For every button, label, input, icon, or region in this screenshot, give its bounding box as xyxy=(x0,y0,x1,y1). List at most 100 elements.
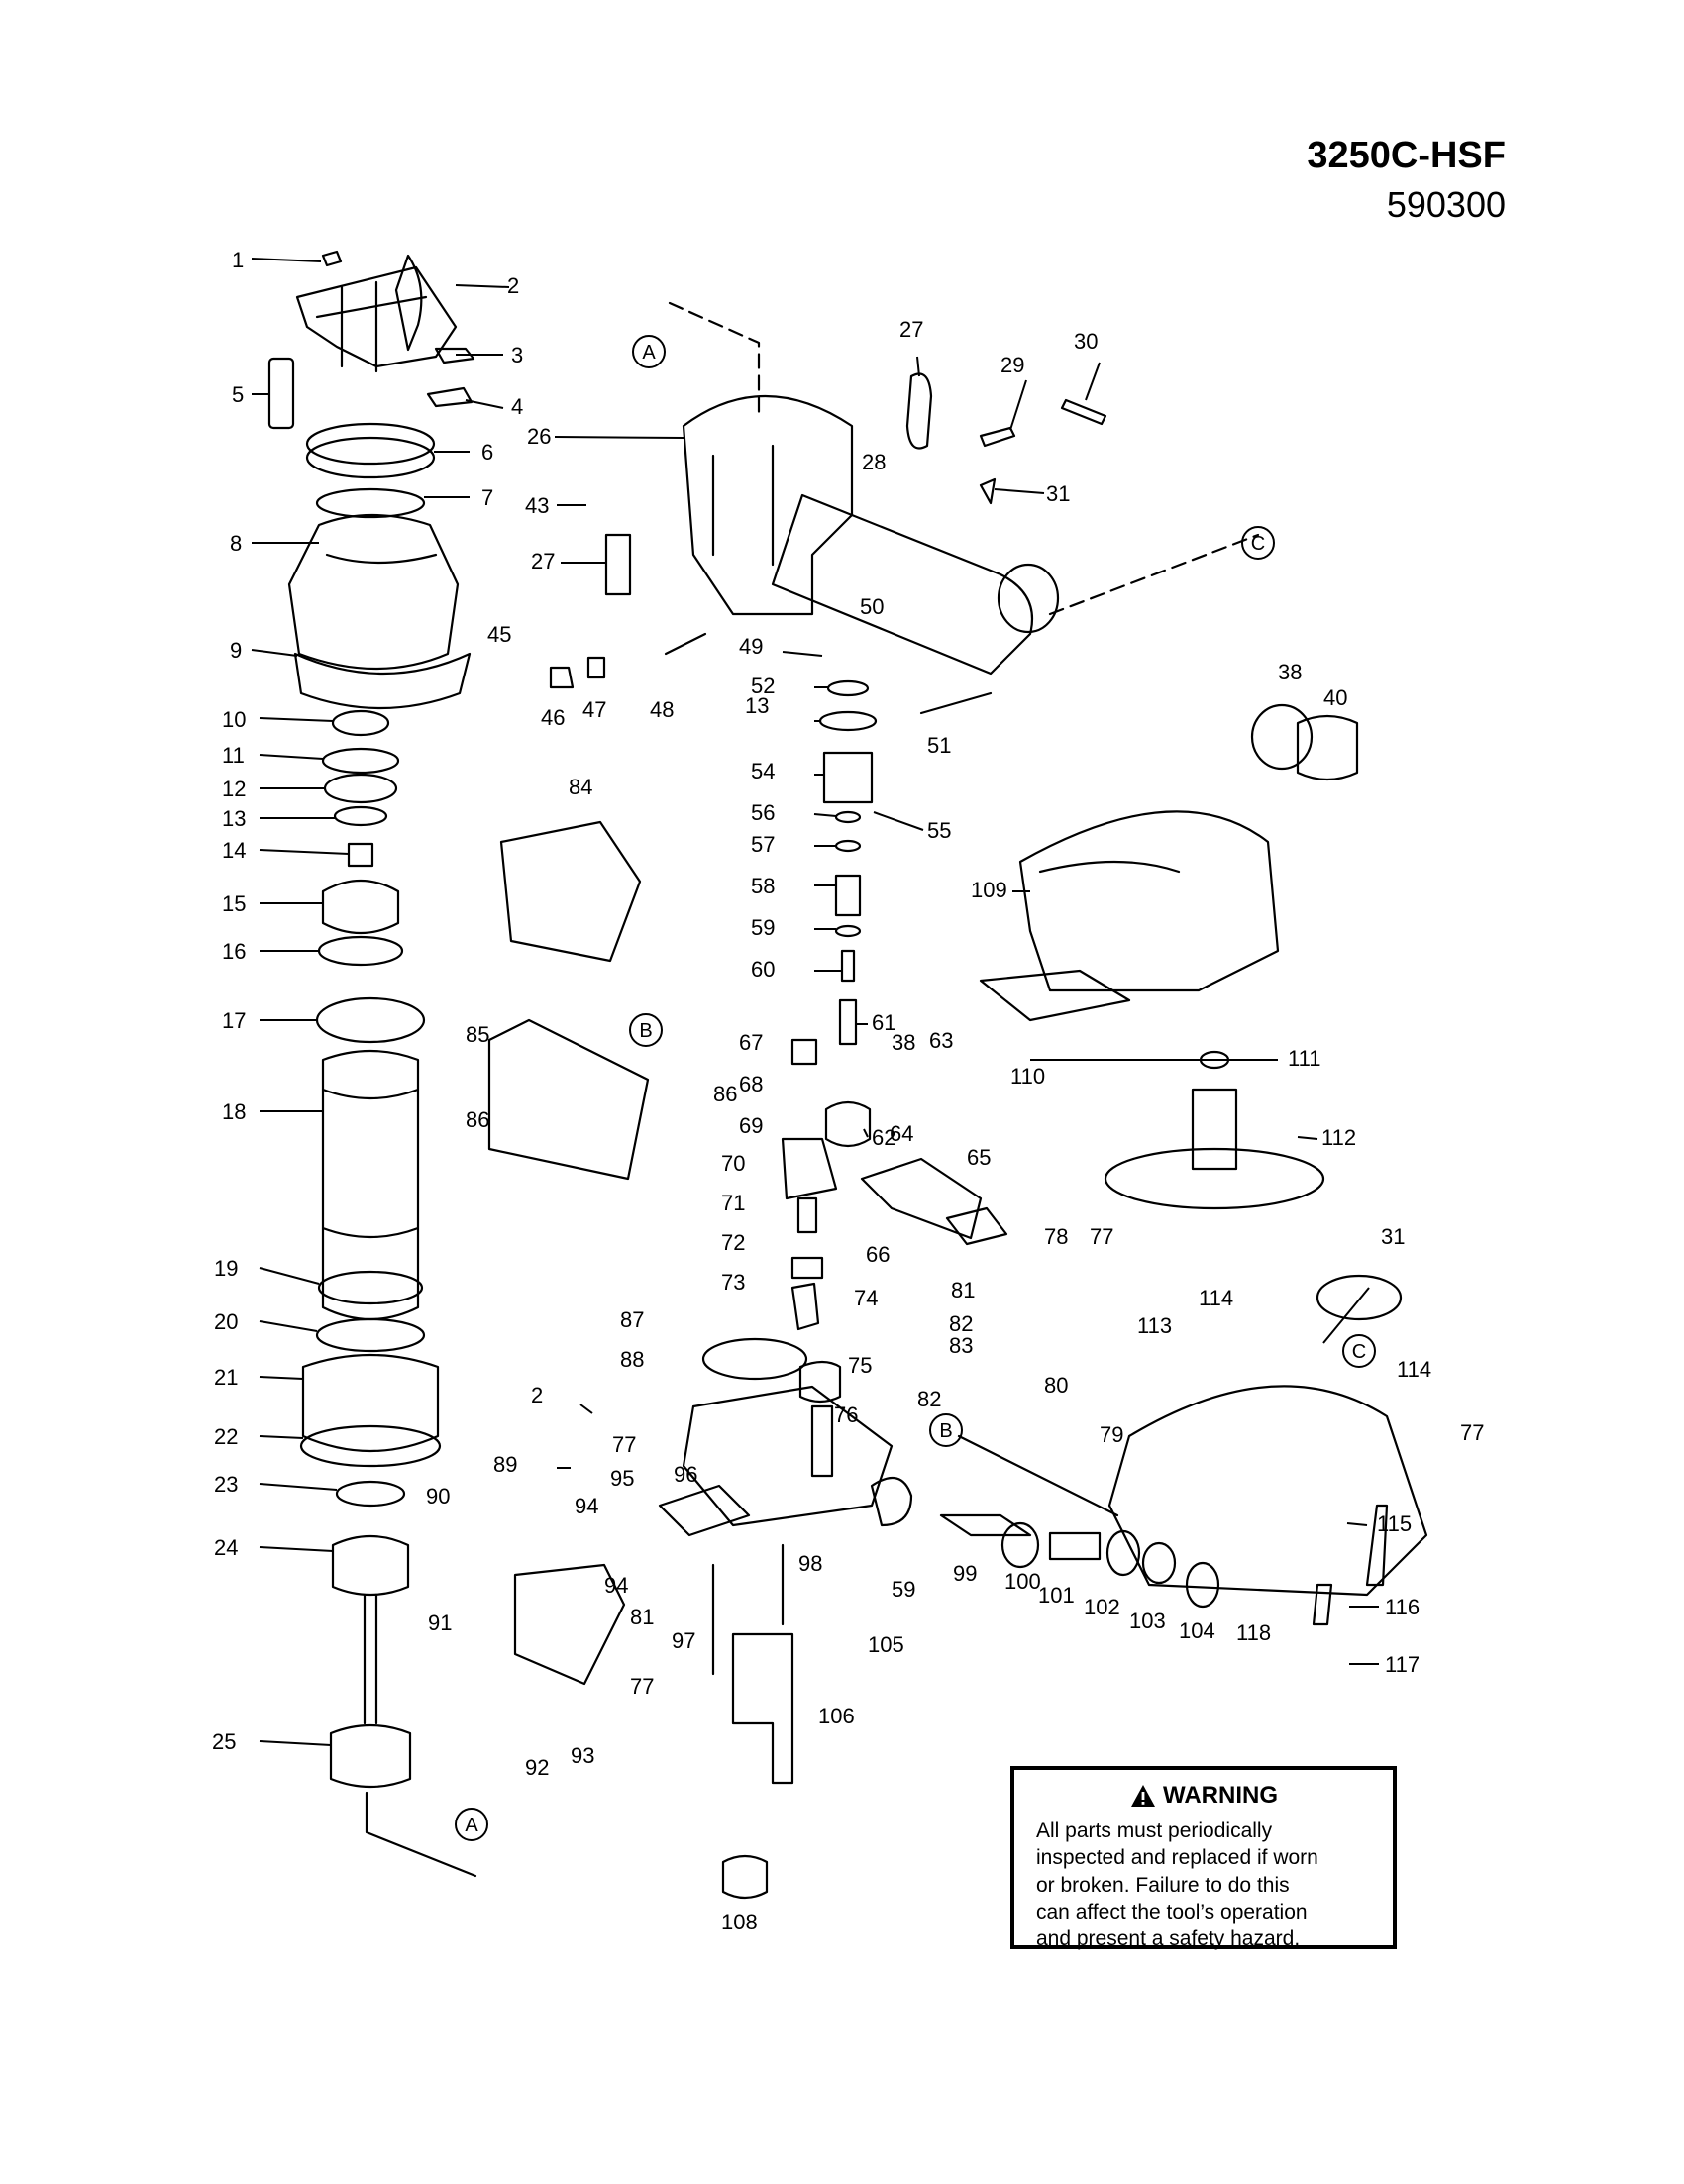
part-15-icon xyxy=(321,879,400,935)
cylinder-18-icon xyxy=(321,1049,420,1321)
ring-86-icon xyxy=(701,1337,808,1381)
callout-65: 66 xyxy=(866,1242,890,1267)
callout-98: 99 xyxy=(953,1561,977,1586)
callout-67: 68 xyxy=(739,1072,763,1096)
callout-30: 30 xyxy=(1074,329,1098,354)
part-99-icon xyxy=(1000,1521,1040,1569)
trigger-63-icon xyxy=(860,1157,983,1240)
callout-77: 78 xyxy=(1044,1224,1068,1249)
ring-55-icon xyxy=(834,810,862,824)
callout-48: 48 xyxy=(650,697,674,722)
callout-23: 23 xyxy=(214,1472,238,1497)
callout-113: 114 xyxy=(1199,1286,1233,1310)
ref-marker-c-top xyxy=(1241,526,1275,560)
head-cap-icon xyxy=(295,265,458,373)
warning-title-row: WARNING xyxy=(1036,1782,1371,1810)
callout-58: 59 xyxy=(751,915,775,940)
callout-6: 6 xyxy=(481,440,493,465)
part-74-icon xyxy=(798,1360,842,1404)
part-109-icon xyxy=(979,969,1131,1022)
callout-95: 96 xyxy=(674,1462,697,1487)
callout-100: 101 xyxy=(1038,1583,1075,1608)
callout-85b: 86 xyxy=(713,1082,737,1106)
screw-51-icon xyxy=(919,691,993,715)
callout-25: 25 xyxy=(212,1729,236,1754)
ring-52-icon xyxy=(826,679,870,697)
ref-marker-a-top-label: A xyxy=(642,342,656,364)
callout-19: 19 xyxy=(214,1256,238,1281)
pin-48-icon xyxy=(664,632,707,656)
gasket-9-icon xyxy=(293,652,472,710)
callout-46: 46 xyxy=(541,705,565,730)
callout-16: 16 xyxy=(222,939,246,964)
callout-labels: 1 2 3 4 5 6 7 8 9 10 11 12 13 14 15 16 1… xyxy=(212,248,1484,1934)
ring-22-icon xyxy=(299,1424,442,1468)
part-72-icon xyxy=(790,1282,820,1331)
part-5-icon xyxy=(267,357,295,430)
part-71-icon xyxy=(790,1256,824,1280)
ring-13b-icon xyxy=(818,710,878,732)
warning-line: or broken. Failure to do this xyxy=(1036,1873,1290,1897)
ref-marker-c-bottom-label: C xyxy=(1352,1341,1366,1363)
callout-2b: 2 xyxy=(531,1383,543,1407)
part-57-icon xyxy=(834,874,862,917)
ref-marker-b-right xyxy=(929,1413,963,1447)
callout-13b: 13 xyxy=(745,693,769,718)
part-drawings xyxy=(267,250,1428,1900)
callout-99: 100 xyxy=(1004,1569,1041,1594)
part-115-icon xyxy=(1365,1504,1389,1587)
callout-88: 89 xyxy=(493,1452,517,1477)
callout-31: 31 xyxy=(1046,481,1070,506)
callout-113b: 114 xyxy=(1397,1357,1431,1382)
callout-4: 4 xyxy=(511,394,523,419)
callout-79: 80 xyxy=(1044,1373,1068,1398)
callout-93: 94 xyxy=(575,1494,598,1518)
ring-7-icon xyxy=(315,487,426,519)
leader-lines xyxy=(251,258,1379,1746)
callout-72: 73 xyxy=(721,1270,745,1295)
callout-38: 38 xyxy=(1278,660,1302,684)
part-98-icon xyxy=(939,1513,1032,1537)
callout-45: 45 xyxy=(487,622,511,647)
warning-title: WARNING xyxy=(1163,1782,1278,1809)
callout-68: 69 xyxy=(739,1113,763,1138)
part-30-icon xyxy=(1060,398,1107,426)
ring-6-icon xyxy=(305,422,436,466)
callout-22: 22 xyxy=(214,1424,238,1449)
ring-56-icon xyxy=(834,839,862,853)
warning-line: can affect the tool’s operation xyxy=(1036,1900,1308,1924)
callout-73: 74 xyxy=(854,1286,878,1310)
part-94-icon xyxy=(658,1484,751,1537)
callout-90: 91 xyxy=(428,1611,452,1635)
part-12-icon xyxy=(323,773,398,804)
part-106-icon xyxy=(721,1854,769,1900)
callout-13: 13 xyxy=(222,806,246,831)
callout-94: 95 xyxy=(610,1466,634,1491)
callout-110: 111 xyxy=(1288,1046,1320,1071)
callout-105: 106 xyxy=(818,1704,855,1728)
callout-101: 102 xyxy=(1084,1595,1120,1619)
callout-63: 64 xyxy=(890,1121,913,1146)
callout-116: 117 xyxy=(1385,1652,1420,1677)
callout-5: 5 xyxy=(232,382,244,407)
spring-75-icon xyxy=(810,1404,834,1478)
callout-69: 70 xyxy=(721,1151,745,1176)
part-102-icon xyxy=(1141,1541,1177,1585)
ref-marker-c-top-label: C xyxy=(1251,533,1265,555)
ring-17-icon xyxy=(315,996,426,1044)
part-27-icon xyxy=(905,372,933,450)
callout-114: 115 xyxy=(1377,1511,1412,1536)
callout-59: 60 xyxy=(751,957,775,982)
ref-marker-a-bottom xyxy=(455,1808,488,1841)
callout-76b: 77 xyxy=(1460,1420,1484,1445)
callout-21: 21 xyxy=(214,1365,238,1390)
part-40-icon xyxy=(1296,714,1359,781)
callout-84: 85 xyxy=(466,1022,489,1047)
driver-head-icon xyxy=(331,1534,410,1597)
callout-64: 65 xyxy=(967,1145,991,1170)
callout-10: 10 xyxy=(222,707,246,732)
callout-24: 24 xyxy=(214,1535,238,1560)
part-46-icon xyxy=(549,666,575,689)
ring-20-icon xyxy=(315,1317,426,1353)
